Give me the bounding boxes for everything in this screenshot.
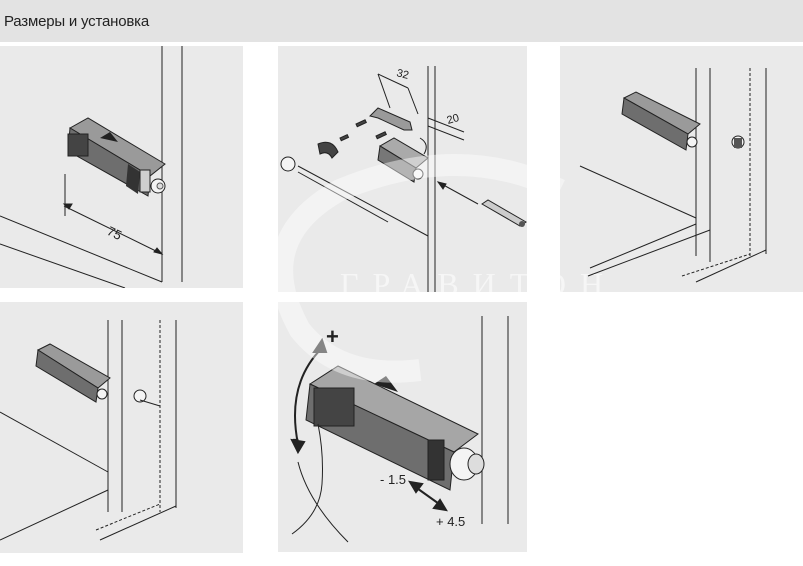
adapter-pin [481, 199, 527, 227]
push-latch-body [67, 117, 166, 197]
page-title: Размеры и установка [4, 13, 149, 30]
strike-plate [731, 135, 745, 149]
illustration-panel-mounting-plate: 32 20 [278, 46, 527, 292]
rotation-minus-sign: - [292, 426, 299, 451]
adjustment-arrow [408, 480, 448, 512]
push-latch-body [35, 343, 111, 403]
adjustment-max-label: + 4.5 [436, 514, 465, 529]
push-latch-body [305, 365, 485, 491]
hand-outline [291, 423, 349, 543]
dimension-label-32: 32 [395, 67, 410, 82]
screws [339, 119, 387, 142]
mounting-exploded-drawing: 32 20 [280, 66, 527, 292]
illustration-panel-installed-view [560, 46, 803, 292]
adjustment-min-label: - 1.5 [380, 472, 406, 487]
illustration-panel-strike-view [0, 302, 243, 553]
latch-adjustment-drawing: + - - 1.5 + 4.5 [290, 316, 509, 543]
rotation-plus-sign: + [326, 324, 339, 349]
mounting-plate [369, 107, 413, 131]
strike-plate [133, 389, 161, 407]
latch-body [377, 137, 429, 183]
push-latch-body [621, 91, 701, 151]
dimension-label-75: 75 [105, 223, 125, 243]
illustration-panel-dimension-75: 75 [0, 46, 243, 288]
rotation-arrow [290, 337, 328, 455]
illustration-panel-adjustment: + - - 1.5 + 4.5 [278, 302, 527, 552]
dimension-label-20: 20 [446, 112, 461, 127]
strike-plate [280, 141, 339, 172]
latch-strike-drawing [0, 320, 177, 541]
latch-installed-drawing [579, 68, 767, 283]
latch-side-view-drawing: 75 [0, 46, 183, 288]
header-bar: Размеры и установка [0, 0, 803, 42]
